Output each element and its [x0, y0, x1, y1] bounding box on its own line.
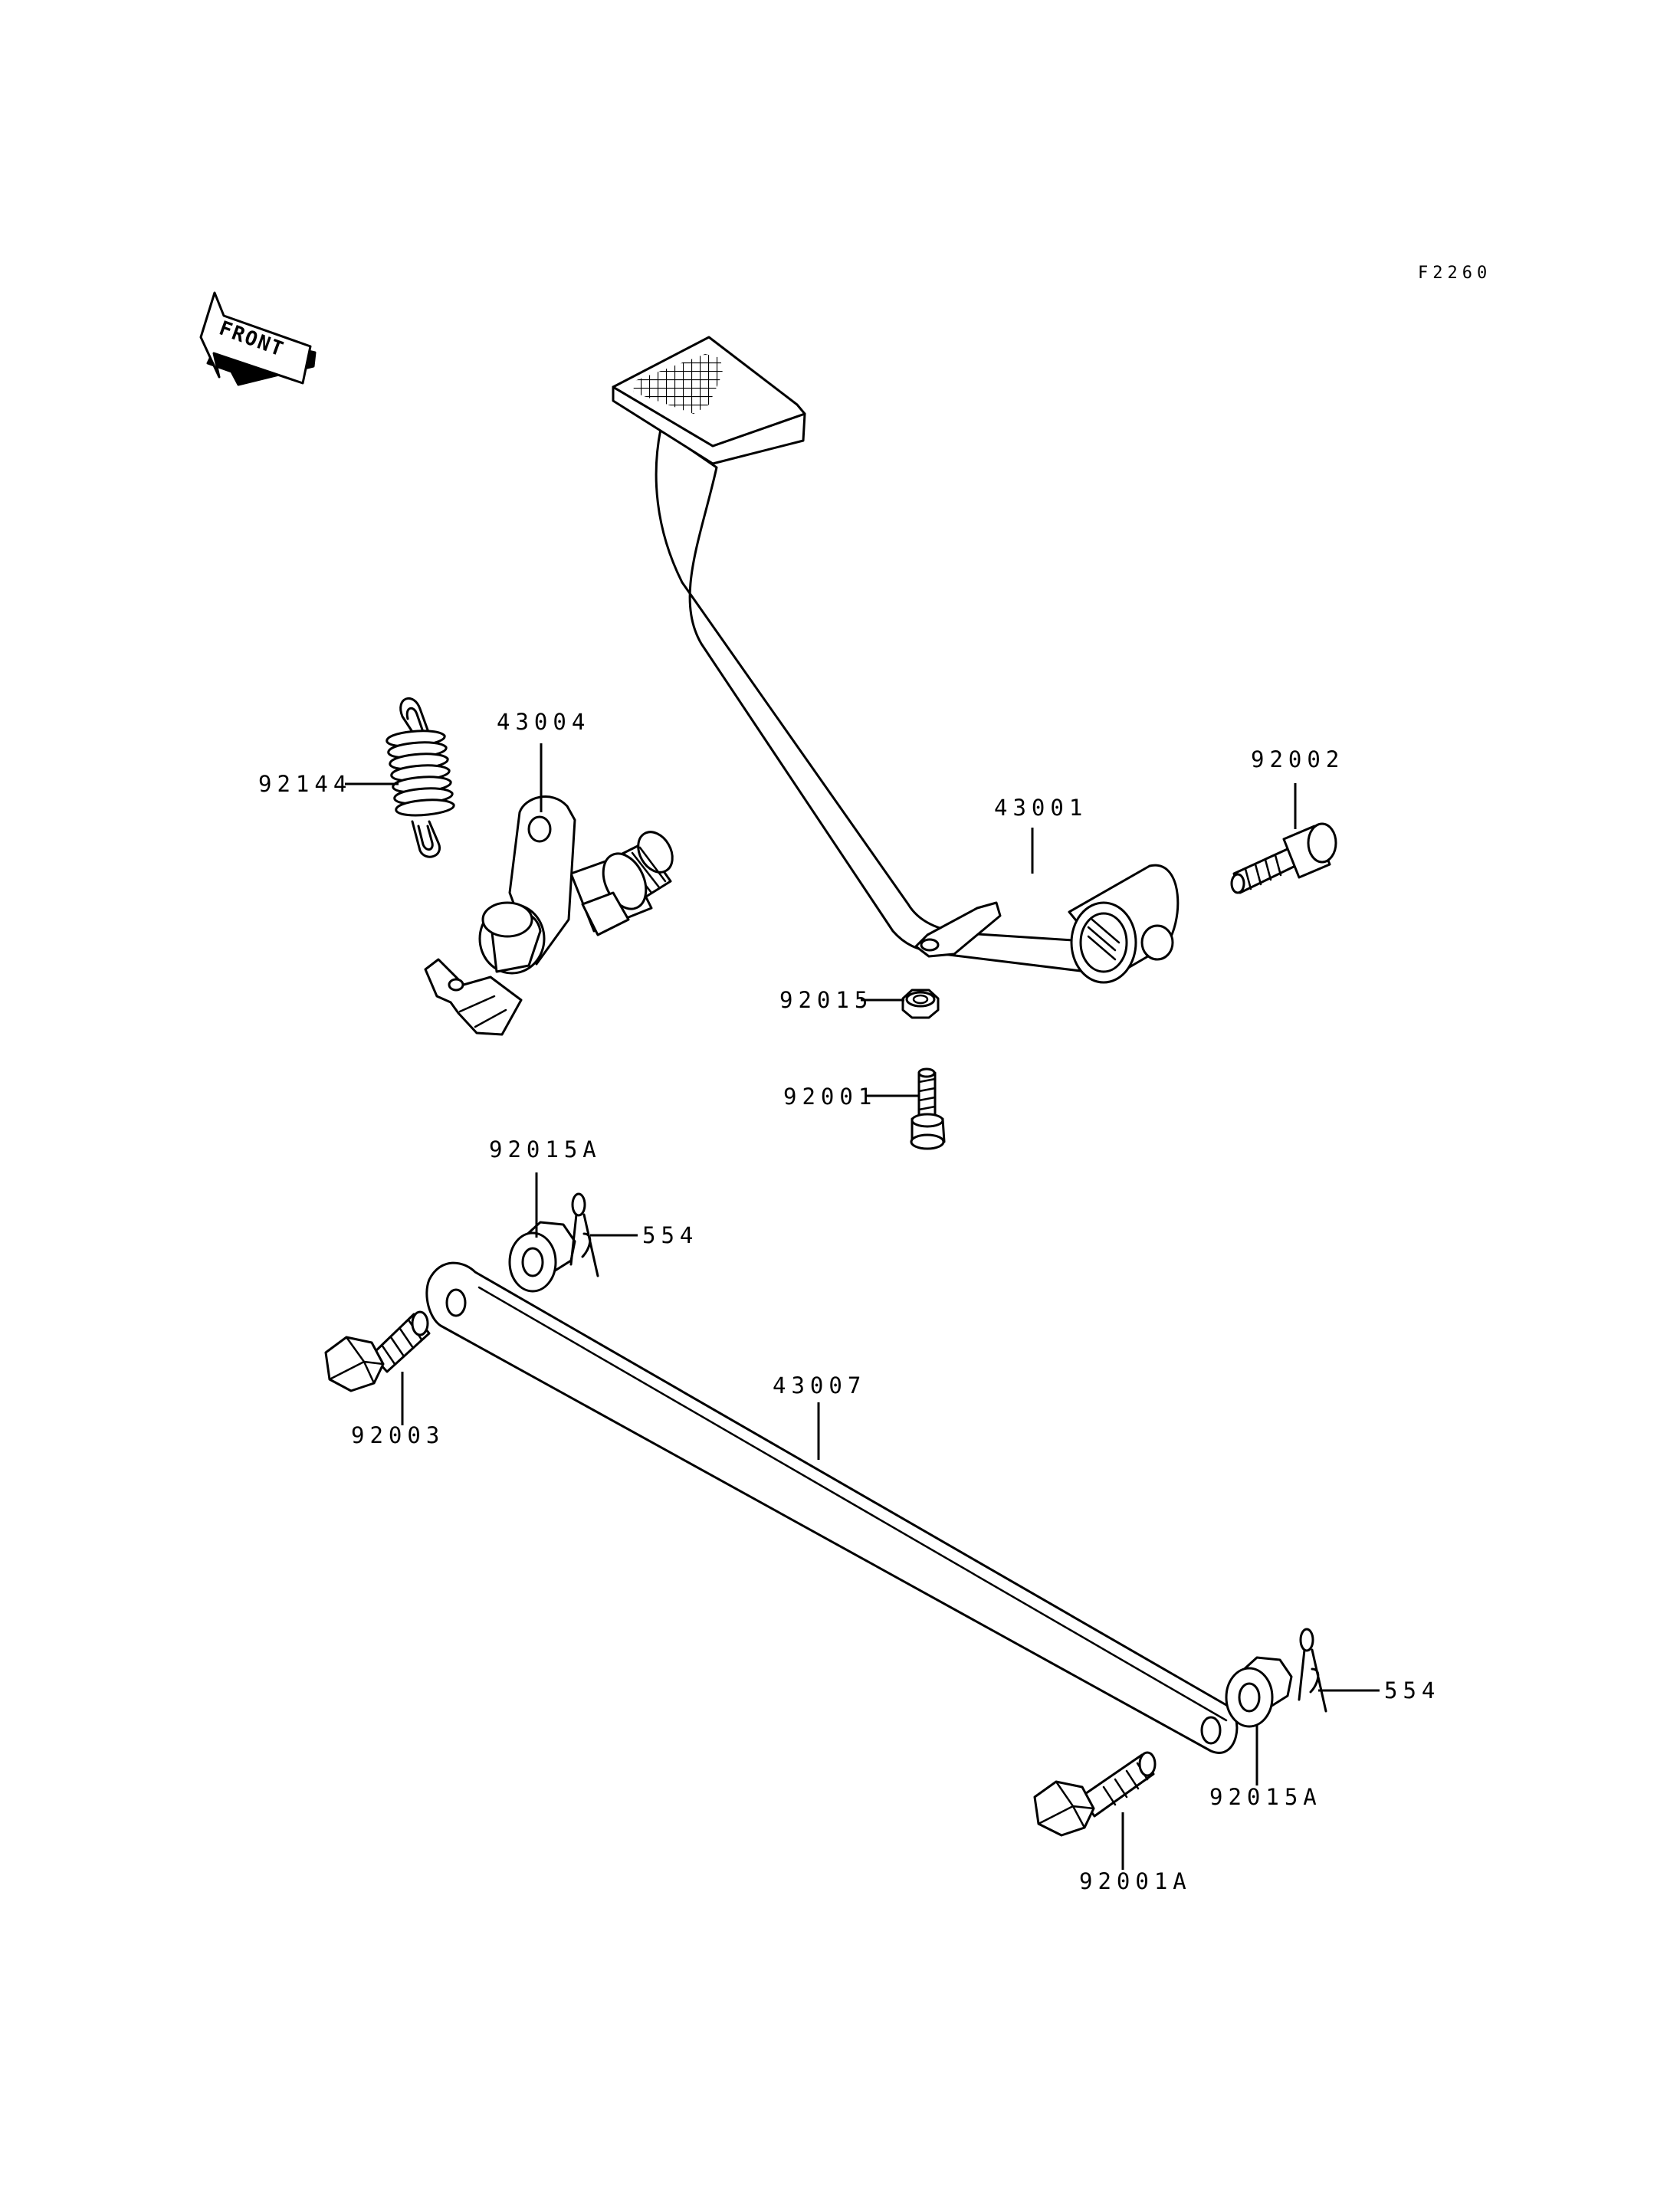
collar-92015a-upper	[508, 1221, 576, 1293]
brake-shaft-43004	[424, 795, 674, 1036]
bolt-92002	[1230, 822, 1337, 894]
bolt-92001a	[1033, 1751, 1157, 1837]
label-92015a-upper: 92015A	[489, 1136, 602, 1162]
label-92015a-lower: 92015A	[1209, 1784, 1322, 1810]
spring-coils	[386, 730, 455, 817]
clip-554-lower	[1298, 1628, 1327, 1713]
label-92003: 92003	[351, 1422, 445, 1448]
label-43007: 43007	[773, 1372, 866, 1399]
brake-rod-43007	[425, 1261, 1239, 1754]
brake-pedal-43001	[612, 336, 1180, 984]
bolt-92003	[324, 1310, 431, 1392]
collar-92015a-lower	[1225, 1656, 1293, 1728]
label-554-upper: 554	[642, 1222, 698, 1248]
spring-92144	[386, 697, 455, 858]
bolt-92001	[910, 1067, 946, 1150]
leader-lines	[345, 743, 1380, 1870]
label-92002: 92002	[1251, 746, 1344, 772]
label-554-lower: 554	[1384, 1677, 1440, 1703]
front-direction-arrow: FRONT	[199, 291, 317, 386]
nut-92015	[901, 989, 940, 1019]
part-labels: 43004 92144 43001 92002 92015 92001 9201…	[258, 709, 1440, 1894]
label-43001: 43001	[994, 795, 1088, 821]
label-92015: 92015	[779, 987, 873, 1013]
label-92001: 92001	[783, 1084, 877, 1110]
label-43004: 43004	[497, 709, 590, 735]
label-92144: 92144	[258, 771, 352, 797]
figure-code: F2260	[1418, 264, 1491, 283]
label-92001a: 92001A	[1079, 1868, 1192, 1894]
clip-554-upper	[569, 1192, 599, 1277]
